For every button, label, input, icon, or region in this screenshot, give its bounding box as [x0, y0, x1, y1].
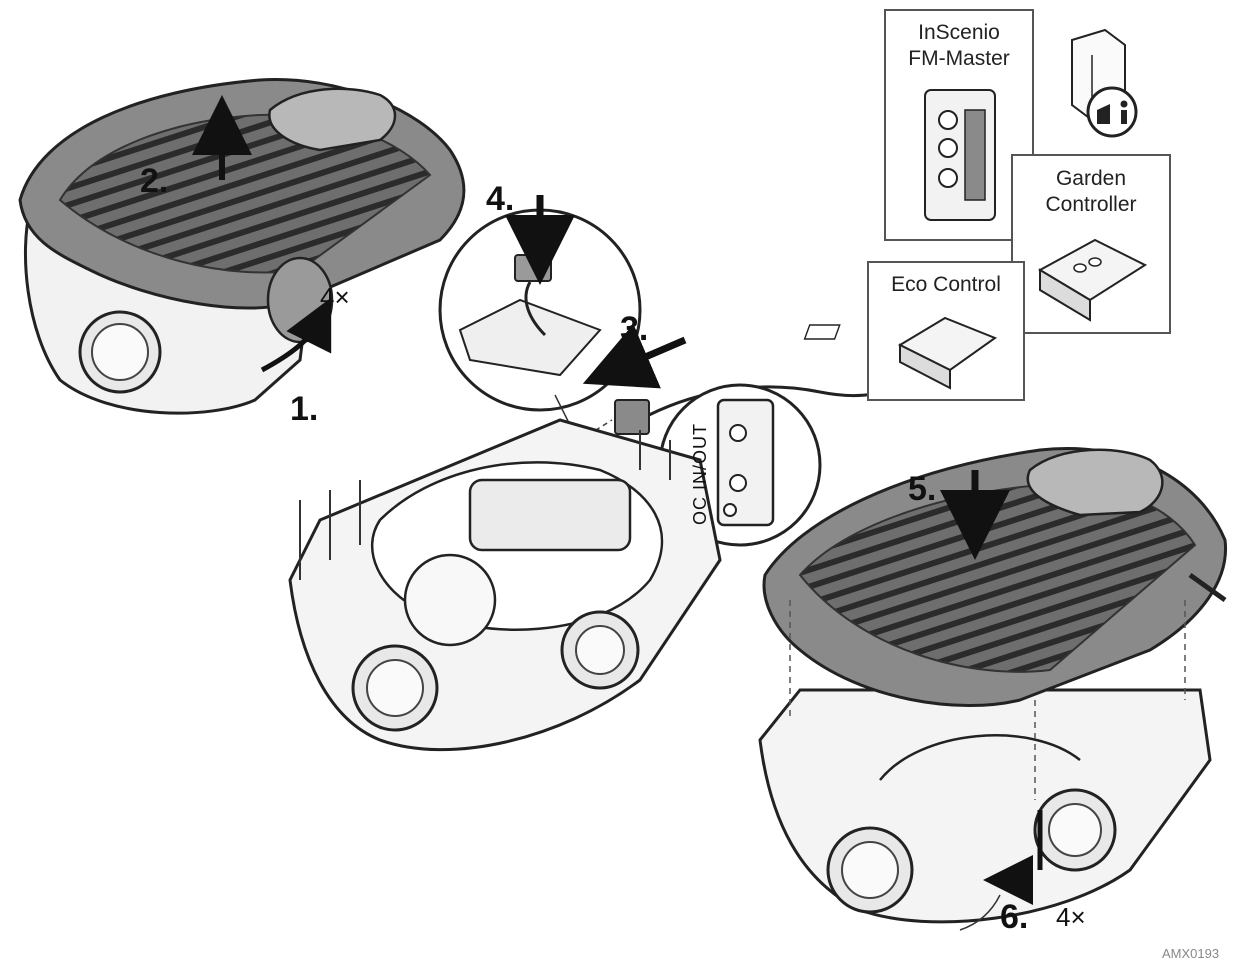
- step-4-label: 4.: [486, 180, 515, 218]
- step-2-label: 2.: [140, 162, 169, 200]
- read-manual-icon: [1086, 86, 1138, 138]
- fm-master-label: InScenio FM-Master: [908, 21, 1010, 70]
- garden-controller-box: [1011, 154, 1171, 334]
- screw-count-top: 4×: [320, 282, 350, 312]
- eco-control-label: Eco Control: [891, 273, 1001, 296]
- step-3-label: 3.: [620, 310, 649, 348]
- step-6-label: 6.: [1000, 898, 1029, 936]
- fm-master-box: [884, 9, 1034, 241]
- connector-detail-zoom: [438, 195, 642, 436]
- pump-open: [288, 418, 722, 752]
- eco-control-box: [803, 261, 1025, 401]
- garden-controller-label: Garden Controller: [1045, 167, 1137, 216]
- step-1-label: 1.: [290, 390, 319, 428]
- pump-reassembly: [758, 447, 1228, 931]
- oc-port-label: OC IN/OUT: [690, 423, 710, 525]
- step-5-label: 5.: [908, 470, 937, 508]
- pump-closed: [18, 78, 466, 415]
- screw-count-bottom: 4×: [1056, 902, 1086, 932]
- reference-code: AMX0193: [1162, 946, 1220, 961]
